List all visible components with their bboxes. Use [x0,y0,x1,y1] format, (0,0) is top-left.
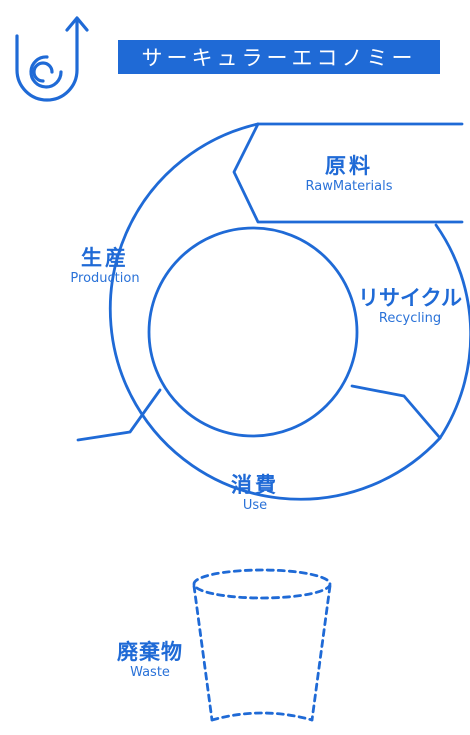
recycling-outer-arc [434,223,470,440]
recycling-jp: リサイクル [358,286,462,310]
recycling-label: リサイクル Recycling [352,286,468,327]
production-label: 生産 Production [50,246,160,287]
raw-materials-jp: 原料 [325,154,373,178]
use-jp: 消費 [231,473,279,497]
title-banner-background [118,40,440,74]
recycling-en: Recycling [378,311,442,326]
raw-materials-en: RawMaterials [305,179,393,194]
use-label: 消費 Use [202,473,308,514]
recycling-use-separator [350,384,442,440]
production-en: Production [70,271,140,286]
waste-en: Waste [130,665,170,680]
production-jp: 生産 [81,246,129,270]
inner-circle [147,226,359,438]
raw-materials-band-shape [232,122,464,224]
use-production-separator [76,388,162,442]
dashed-cup-icon [192,568,332,722]
outer-ring-arc [108,122,442,501]
waste-jp: 廃棄物 [117,640,183,664]
title-banner: サーキュラーエコノミー [141,46,417,70]
use-en: Use [242,498,268,513]
raw-materials-label: 原料 RawMaterials [284,154,414,195]
waste-label: 廃棄物 Waste [100,640,200,681]
circular-arrow-logo-icon [15,16,89,102]
